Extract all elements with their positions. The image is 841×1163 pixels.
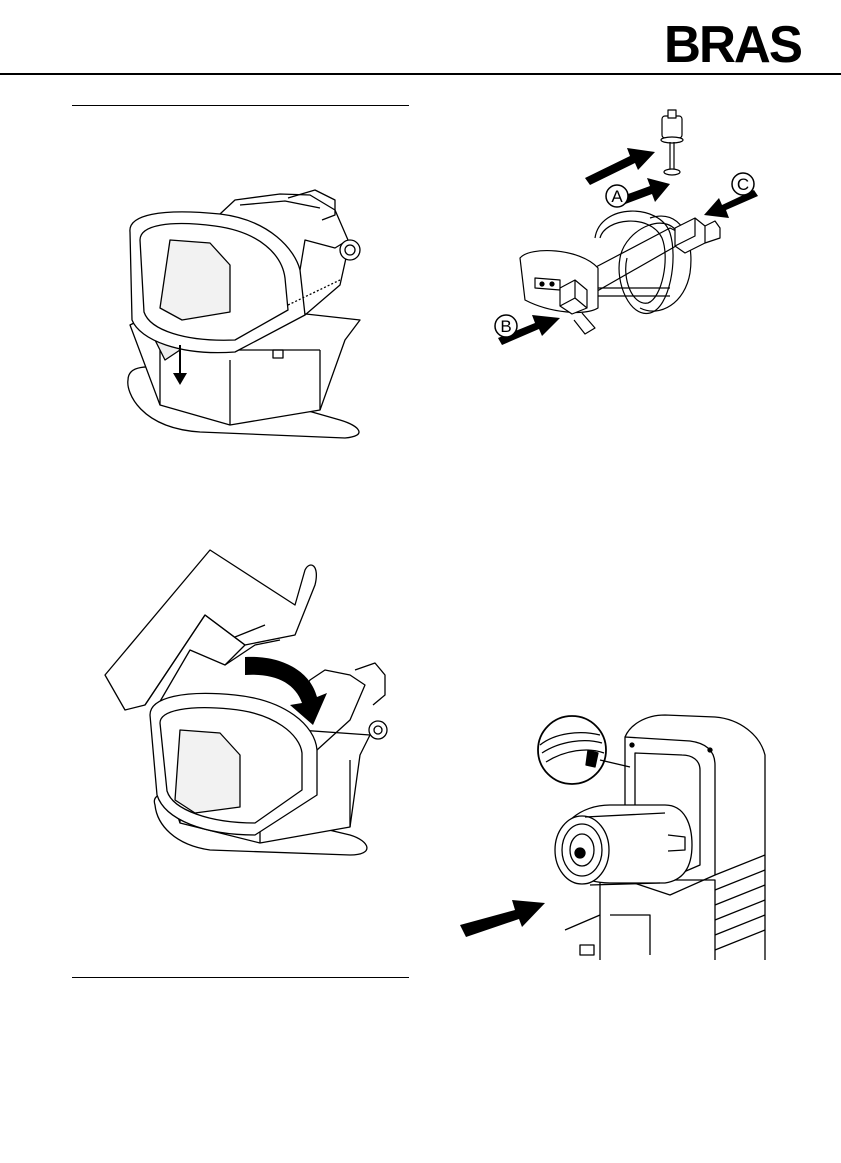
cylinder-insert-arrow-illustration xyxy=(460,705,780,960)
cylinder-insert-figure xyxy=(460,705,780,960)
label-a: A xyxy=(611,187,623,206)
label-b: B xyxy=(500,317,511,336)
insert-arrow-icon xyxy=(460,900,545,937)
shell-closing-curved-arrow-illustration xyxy=(95,545,395,865)
parts-exploded-figure: A B C xyxy=(490,108,780,368)
shell-assembly-figure xyxy=(110,180,380,440)
shell-lower-arrow-illustration xyxy=(110,180,380,440)
bras-logo: BRAS xyxy=(664,18,801,64)
arrow-c-icon xyxy=(704,190,758,218)
logo-text: BRAS xyxy=(664,18,801,64)
section-rule-bottom xyxy=(72,977,409,978)
header-rule xyxy=(0,73,841,75)
auger-exploded-illustration: A B C xyxy=(490,108,780,368)
arrow-a-upper-icon xyxy=(585,148,655,185)
shell-closing-figure xyxy=(95,545,395,865)
label-c: C xyxy=(737,175,749,194)
section-rule-top xyxy=(72,105,409,106)
insert-arrows xyxy=(498,148,758,345)
